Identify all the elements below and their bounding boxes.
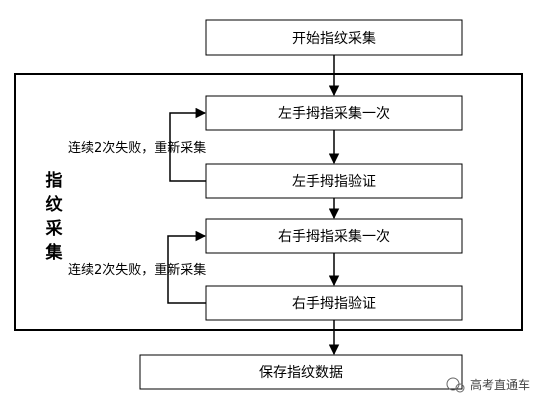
node-right-collect: 右手拇指采集一次 <box>205 218 463 254</box>
node-start-label: 开始指纹采集 <box>292 30 376 47</box>
node-right-verify: 右手拇指验证 <box>205 285 463 321</box>
node-save: 保存指纹数据 <box>139 354 463 390</box>
node-left-collect: 左手拇指采集一次 <box>205 95 463 131</box>
node-left-verify: 左手拇指验证 <box>205 163 463 199</box>
node-right-verify-label: 右手拇指验证 <box>292 296 376 312</box>
node-right-collect-label: 右手拇指采集一次 <box>278 228 390 245</box>
node-start: 开始指纹采集 <box>205 19 463 56</box>
group-label-char-3: 采 <box>45 219 63 239</box>
node-left-collect-label: 左手拇指采集一次 <box>278 105 390 122</box>
loop-left-label: 连续2次失败，重新采集 <box>68 140 206 156</box>
wechat-icon-small <box>455 383 465 393</box>
node-left-verify-label: 左手拇指验证 <box>292 174 376 190</box>
watermark-text: 高考直通车 <box>470 377 530 392</box>
loop-right-retry <box>167 230 207 304</box>
node-save-label: 保存指纹数据 <box>259 365 343 381</box>
watermark: 高考直通车 <box>446 377 530 393</box>
group-label-char-1: 指 <box>46 170 63 191</box>
loop-right-label: 连续2次失败，重新采集 <box>68 262 206 278</box>
loop-left-retry <box>169 107 207 182</box>
fingerprint-group-frame <box>14 73 523 331</box>
group-label-char-2: 纹 <box>46 194 64 215</box>
group-label-char-4: 集 <box>45 242 64 263</box>
